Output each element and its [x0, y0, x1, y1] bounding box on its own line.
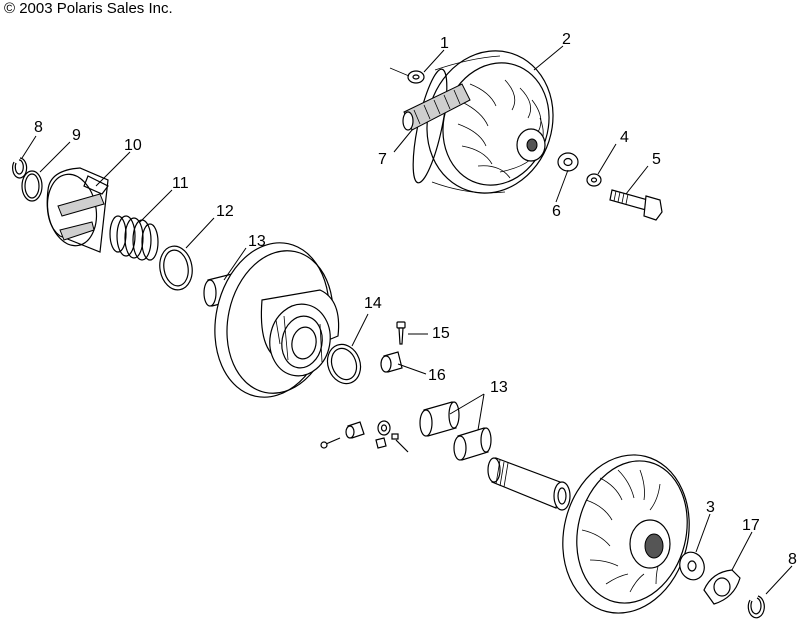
part-4-lock-washer — [586, 173, 602, 187]
movable-sheave — [214, 242, 340, 398]
copyright-notice: © 2003 Polaris Sales Inc. — [4, 0, 173, 17]
callout-10: 10 — [124, 137, 142, 154]
callout-17: 17 — [742, 517, 760, 534]
part-11-spring — [109, 215, 159, 261]
part-7-weight — [402, 83, 471, 131]
part-3-washer — [679, 551, 705, 581]
callout-6: 6 — [552, 203, 561, 220]
callout-3: 3 — [706, 499, 715, 516]
part-12-ring — [159, 245, 193, 291]
part-6-washer — [557, 152, 579, 172]
callout-2: 2 — [562, 31, 571, 48]
callout-8-right: 8 — [788, 551, 797, 568]
part-2-fan-sheave — [412, 50, 554, 194]
small-hardware — [320, 420, 409, 453]
callout-15: 15 — [432, 325, 450, 342]
leader-lines — [21, 45, 793, 595]
drive-shaft — [487, 457, 571, 511]
part-14-bushing — [326, 343, 362, 385]
callout-11: 11 — [172, 175, 189, 192]
part-1-washer — [389, 67, 425, 84]
part-5-bolt — [609, 189, 663, 221]
callout-7: 7 — [378, 151, 387, 168]
part-8-snap-ring-right — [747, 595, 765, 619]
part-17-retainer — [703, 569, 741, 605]
part-16-roller — [380, 351, 403, 373]
callout-labels: 1 2 7 4 5 6 8 9 10 11 12 13 14 15 16 13 … — [34, 31, 797, 568]
callout-12: 12 — [216, 203, 234, 220]
part-15-screw — [396, 321, 406, 345]
fixed-sheave — [562, 454, 690, 614]
callout-13-lower: 13 — [490, 379, 508, 396]
callout-1: 1 — [440, 35, 449, 52]
callout-8-left: 8 — [34, 119, 43, 136]
callout-14: 14 — [364, 295, 382, 312]
part-13-bushings-lower — [419, 401, 492, 461]
part-9-ring — [21, 170, 43, 202]
callout-4: 4 — [620, 129, 629, 146]
callout-9: 9 — [72, 127, 81, 144]
part-8-snap-ring-left — [12, 157, 28, 179]
callout-13-upper: 13 — [248, 233, 266, 250]
callout-16: 16 — [428, 367, 446, 384]
part-10-spider — [46, 167, 109, 253]
callout-5: 5 — [652, 151, 661, 168]
